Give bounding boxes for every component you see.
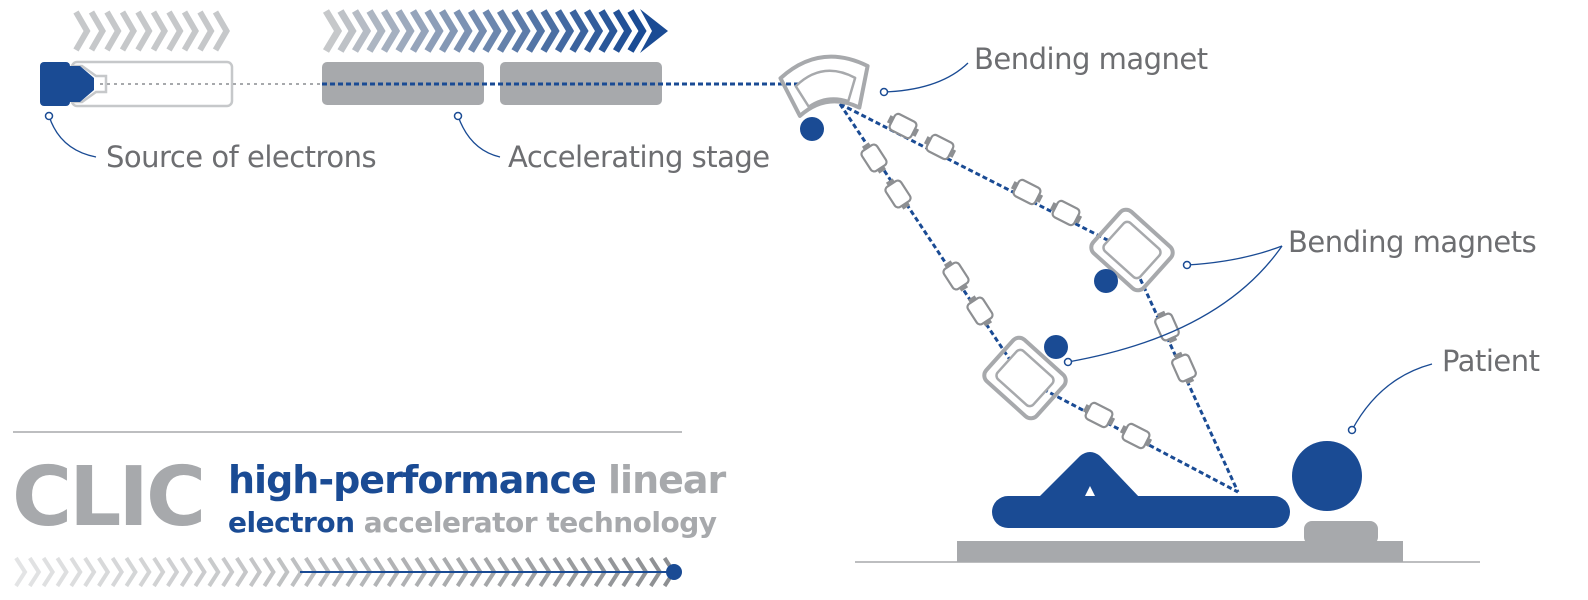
chevron-mark bbox=[366, 9, 386, 53]
label-bending-magnet: Bending magnet bbox=[974, 42, 1208, 76]
bending-magnet-right bbox=[1089, 207, 1175, 293]
chevron-mark bbox=[554, 9, 575, 53]
chevron-mark bbox=[55, 556, 69, 588]
chevron-mark bbox=[337, 9, 357, 53]
brand-line1-strong: high-performance bbox=[228, 458, 597, 502]
chevron-mark bbox=[166, 10, 184, 52]
chevron-mark bbox=[212, 10, 230, 52]
quadrupole-icon bbox=[942, 260, 970, 292]
chevron-mark bbox=[97, 556, 111, 588]
chevron-mark bbox=[290, 556, 304, 588]
chevron-mark bbox=[276, 556, 290, 588]
brand-line-1: high-performance linear bbox=[228, 458, 726, 502]
chevron-mark bbox=[482, 9, 502, 53]
label-accelerating-stage: Accelerating stage bbox=[508, 140, 770, 174]
chevron-mark bbox=[322, 9, 343, 53]
quadrupole-icon bbox=[1119, 422, 1153, 450]
chevron-mark bbox=[351, 9, 372, 53]
quadrupole-icon bbox=[923, 133, 957, 161]
bottom-chevrons bbox=[14, 556, 676, 588]
chevron-mark bbox=[424, 9, 444, 53]
chevron-mark bbox=[221, 556, 235, 588]
chevron-arrowhead bbox=[640, 9, 668, 53]
quadrupole-icon bbox=[1154, 310, 1180, 344]
accelerating-chevrons bbox=[322, 9, 668, 53]
beam-branches bbox=[838, 102, 1240, 494]
chevron-mark bbox=[181, 10, 199, 52]
chevron-mark bbox=[119, 10, 137, 52]
chevron-mark bbox=[467, 9, 488, 53]
magnet-dot-top bbox=[800, 117, 824, 141]
chevron-mark bbox=[41, 556, 55, 588]
brand-line2-light: accelerator technology bbox=[363, 506, 717, 539]
magnet-dot-right bbox=[1094, 269, 1118, 293]
chevron-mark bbox=[235, 556, 249, 588]
chevron-mark bbox=[135, 10, 153, 52]
chevron-mark bbox=[83, 556, 97, 588]
chevron-mark bbox=[104, 10, 122, 52]
brand-acronym: CLIC bbox=[12, 450, 206, 545]
chevron-mark bbox=[525, 9, 546, 53]
quadrupole-icon bbox=[1171, 351, 1197, 385]
chevron-mark bbox=[124, 556, 138, 588]
patient-table bbox=[855, 521, 1480, 563]
chevron-mark bbox=[28, 556, 42, 588]
label-source-of-electrons: Source of electrons bbox=[106, 140, 377, 174]
brand-line2-strong: electron bbox=[228, 506, 355, 539]
quadrupole-icon bbox=[860, 142, 888, 174]
chevron-mark bbox=[166, 556, 180, 588]
quadrupole-magnets bbox=[860, 112, 1197, 450]
chevron-mark bbox=[583, 9, 604, 53]
chevron-mark bbox=[598, 9, 618, 53]
chevron-mark bbox=[69, 556, 83, 588]
quadrupole-icon bbox=[966, 295, 994, 327]
source-chevrons bbox=[73, 10, 230, 52]
chevron-mark bbox=[409, 9, 430, 53]
chevron-mark bbox=[179, 556, 193, 588]
chevron-mark bbox=[438, 9, 459, 53]
chevron-mark bbox=[88, 10, 106, 52]
label-patient: Patient bbox=[1442, 344, 1540, 378]
bending-magnet-top bbox=[778, 54, 870, 118]
chevron-mark bbox=[612, 9, 633, 53]
quadrupole-icon bbox=[1082, 401, 1116, 429]
chevron-mark bbox=[569, 9, 589, 53]
chevron-mark bbox=[207, 556, 221, 588]
chevron-mark bbox=[262, 556, 276, 588]
chevron-mark bbox=[627, 9, 647, 53]
chevron-mark bbox=[395, 9, 415, 53]
magnet-dot-left bbox=[1044, 335, 1068, 359]
chevron-mark bbox=[14, 556, 28, 588]
quadrupole-icon bbox=[886, 112, 920, 140]
chevron-mark bbox=[152, 556, 166, 588]
brand-line-2: electron accelerator technology bbox=[228, 506, 717, 539]
chevron-mark bbox=[496, 9, 517, 53]
quadrupole-icon bbox=[1049, 199, 1083, 227]
chevron-mark bbox=[380, 9, 401, 53]
chevron-mark bbox=[73, 10, 91, 52]
label-bending-magnets: Bending magnets bbox=[1288, 225, 1537, 259]
quadrupole-icon bbox=[884, 178, 912, 210]
chevron-mark bbox=[453, 9, 473, 53]
patient-knee-mark bbox=[1085, 486, 1095, 496]
patient-figure bbox=[992, 441, 1362, 528]
chevron-mark bbox=[193, 556, 207, 588]
chevron-mark bbox=[540, 9, 560, 53]
chevron-mark bbox=[511, 9, 531, 53]
brand-line1-light: linear bbox=[608, 458, 726, 502]
quadrupole-icon bbox=[1010, 178, 1044, 206]
callout-lines bbox=[48, 62, 1433, 431]
chevron-mark bbox=[248, 556, 262, 588]
chevron-mark bbox=[150, 10, 168, 52]
callout-anchors bbox=[44, 87, 1357, 435]
bottom-progress-dot bbox=[666, 564, 682, 580]
bending-magnet-left bbox=[982, 335, 1068, 421]
chevron-mark bbox=[138, 556, 152, 588]
chevron-mark bbox=[197, 10, 215, 52]
chevron-mark bbox=[110, 556, 124, 588]
